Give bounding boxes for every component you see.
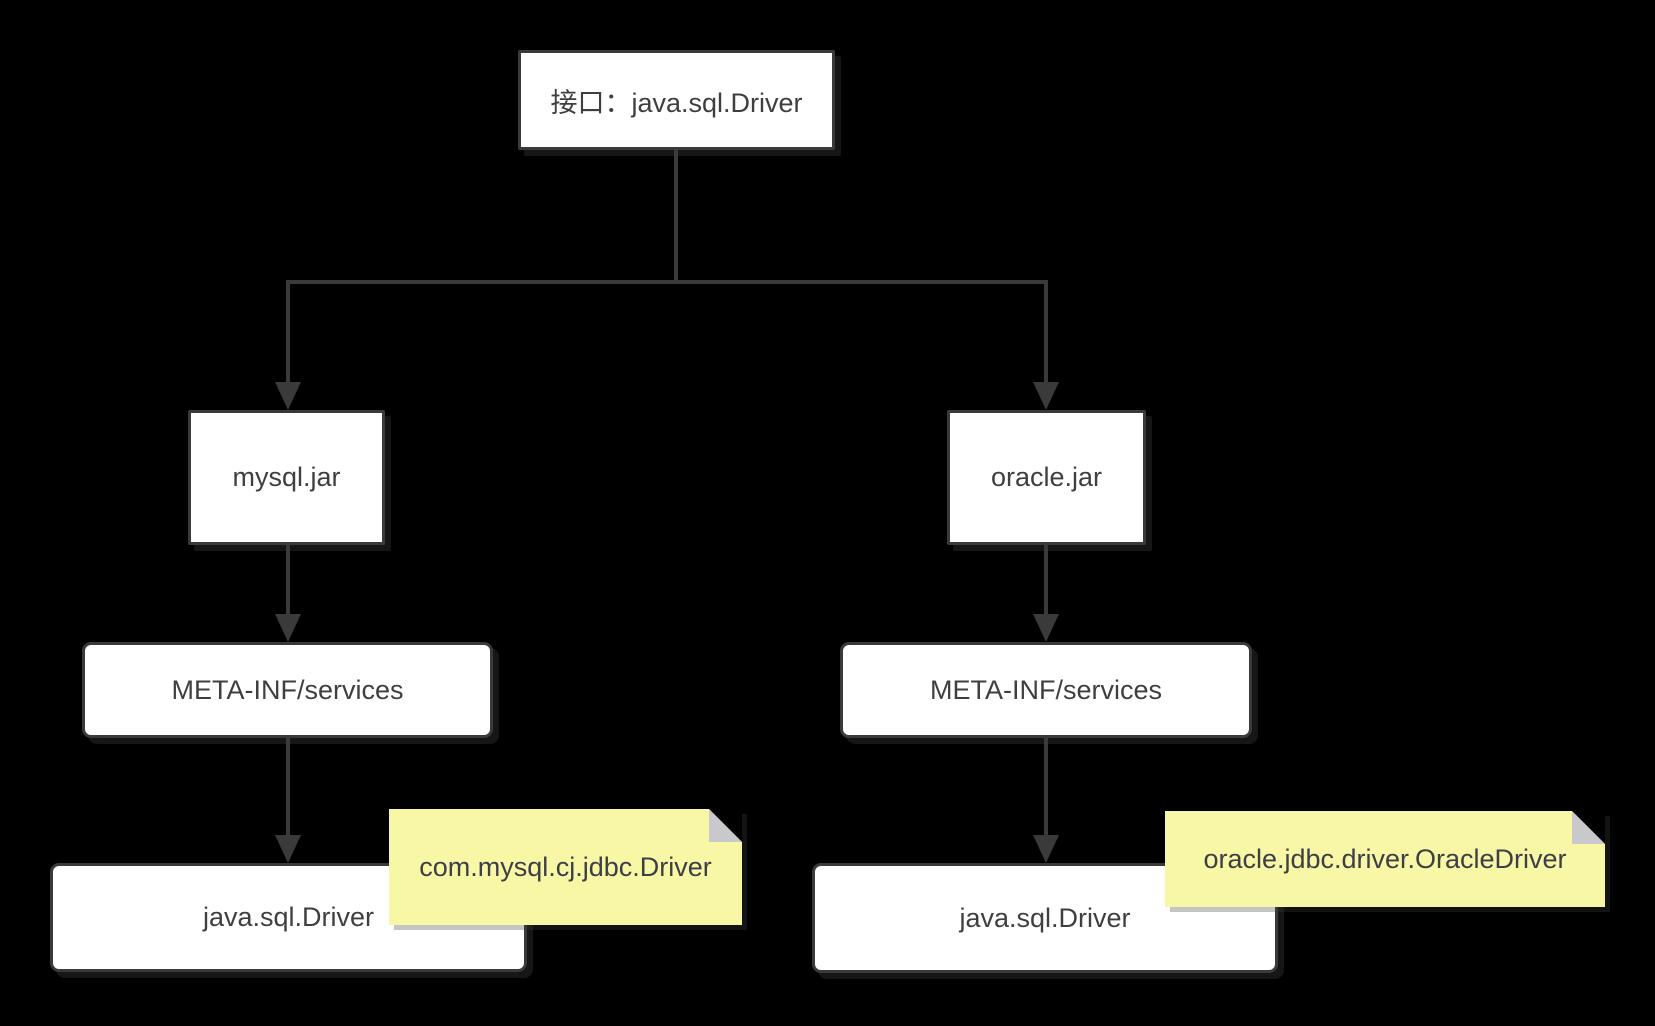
connector-interface-down (674, 150, 678, 282)
node-java-sql-driver-right-label: java.sql.Driver (959, 902, 1131, 933)
arrowhead-down-icon (275, 614, 301, 642)
arrowhead-down-icon (275, 382, 301, 410)
sticky-note-mysql-driver: com.mysql.cj.jdbc.Driver (389, 809, 742, 925)
folded-corner-icon (709, 809, 742, 842)
node-java-sql-driver-left-label: java.sql.Driver (202, 902, 375, 932)
node-oracle-jar: oracle.jar (947, 410, 1146, 545)
connector-meta-to-driver-left (286, 738, 290, 836)
arrowhead-down-icon (1033, 382, 1059, 410)
node-meta-inf-services-right: META-INF/services (840, 642, 1252, 738)
sticky-note-mysql-driver-text: com.mysql.cj.jdbc.Driver (419, 851, 712, 882)
node-interface-label: 接口：java.sql.Driver (550, 87, 803, 118)
sticky-note-oracle-driver-text: oracle.jdbc.driver.OracleDriver (1203, 843, 1567, 874)
node-interface: 接口：java.sql.Driver (518, 50, 835, 150)
folded-corner-icon (1572, 811, 1605, 844)
sticky-note-oracle-driver: oracle.jdbc.driver.OracleDriver (1165, 811, 1605, 907)
node-java-sql-driver-right: java.sql.Driver (812, 863, 1278, 973)
node-meta-inf-right-label: META-INF/services (929, 674, 1162, 705)
node-meta-inf-left-label: META-INF/services (171, 674, 404, 705)
node-oracle-jar-label: oracle.jar (990, 462, 1103, 492)
arrowhead-down-icon (1033, 614, 1059, 642)
connector-branch-horizontal (286, 280, 1048, 284)
node-mysql-jar: mysql.jar (188, 410, 385, 545)
fold-flap-shape (709, 809, 742, 842)
connector-meta-to-driver-right (1044, 738, 1048, 836)
fold-flap-shape (1572, 811, 1605, 844)
arrowhead-down-icon (275, 835, 301, 863)
connector-oracle-jar-to-meta (1044, 545, 1048, 615)
node-mysql-jar-label: mysql.jar (232, 462, 341, 492)
connector-mysql-jar-to-meta (286, 545, 290, 615)
connector-left-to-mysql-jar (286, 282, 290, 384)
connector-right-to-oracle-jar (1044, 282, 1048, 384)
arrowhead-down-icon (1033, 835, 1059, 863)
node-meta-inf-services-left: META-INF/services (82, 642, 493, 738)
